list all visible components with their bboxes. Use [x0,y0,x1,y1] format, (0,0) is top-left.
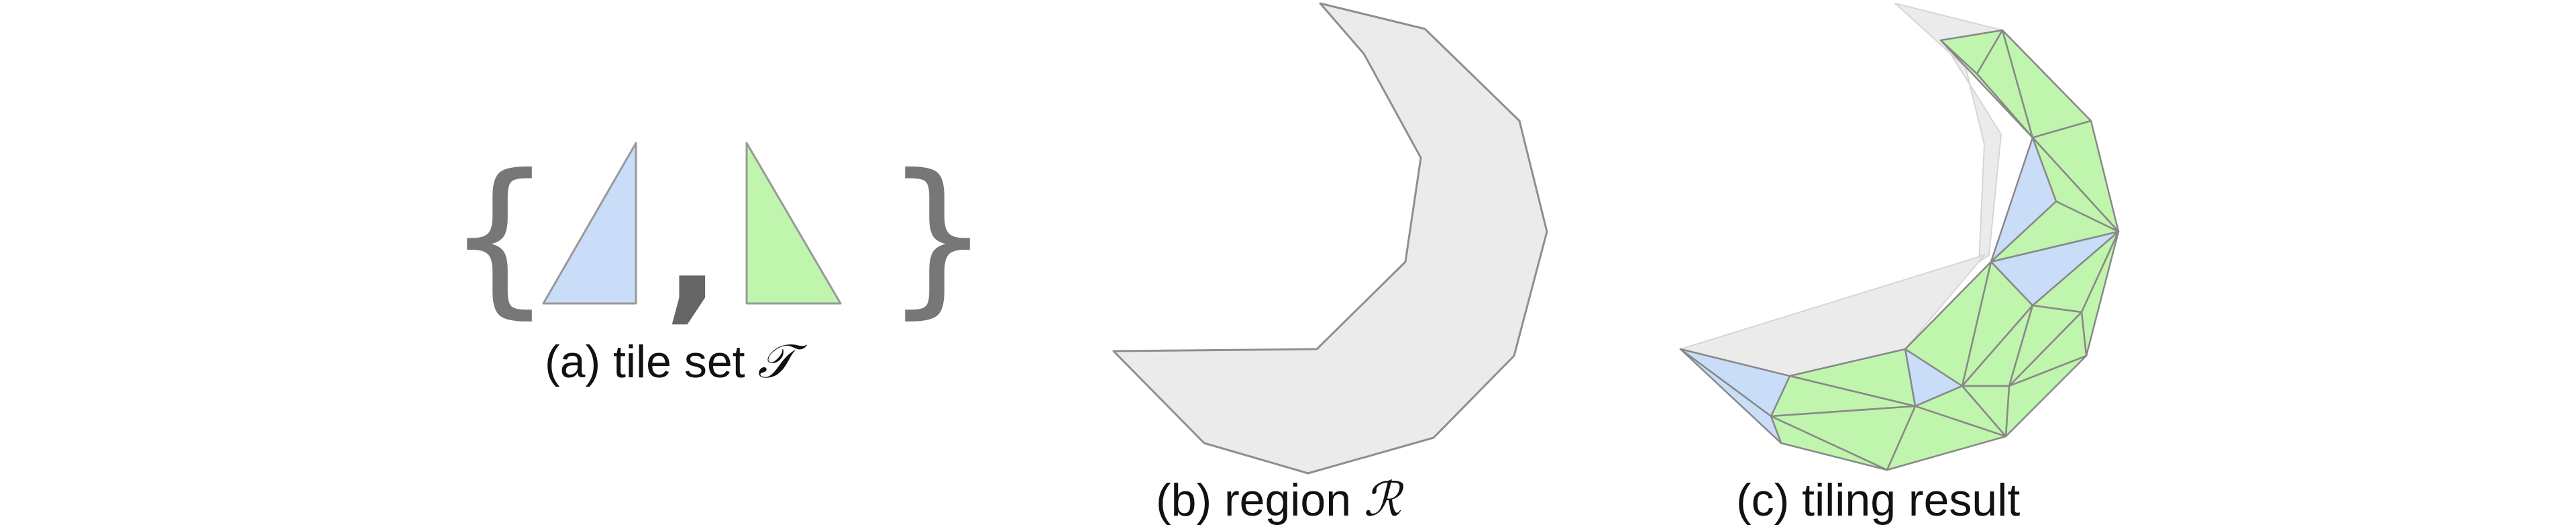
open-brace: { [446,138,553,334]
green-triangle-tile [745,142,842,305]
caption-a-text: (a) tile set [545,336,757,387]
tile-set-symbol: 𝒯 [757,334,807,389]
caption-b-text: (b) region [1156,475,1364,526]
blue-triangle-tile [542,142,637,305]
panel-a: { , } (a) tile set 𝒯 [446,138,991,389]
region-symbol: ℛ [1364,472,1404,527]
close-brace: } [884,138,991,334]
tile-triangle [1939,39,2034,139]
crescent-region [1112,2,1548,475]
tile-triangle [1679,348,1782,444]
panel-b: (b) region ℛ [1112,2,1548,527]
tiling-triangles [1679,29,2120,471]
caption-b: (b) region ℛ [1156,472,1404,527]
tile-separator-comma: , [664,166,720,338]
caption-a: (a) tile set 𝒯 [545,334,807,389]
caption-c: (c) tiling result [1736,475,2020,526]
panel-c: (c) tiling result [1679,3,2120,526]
